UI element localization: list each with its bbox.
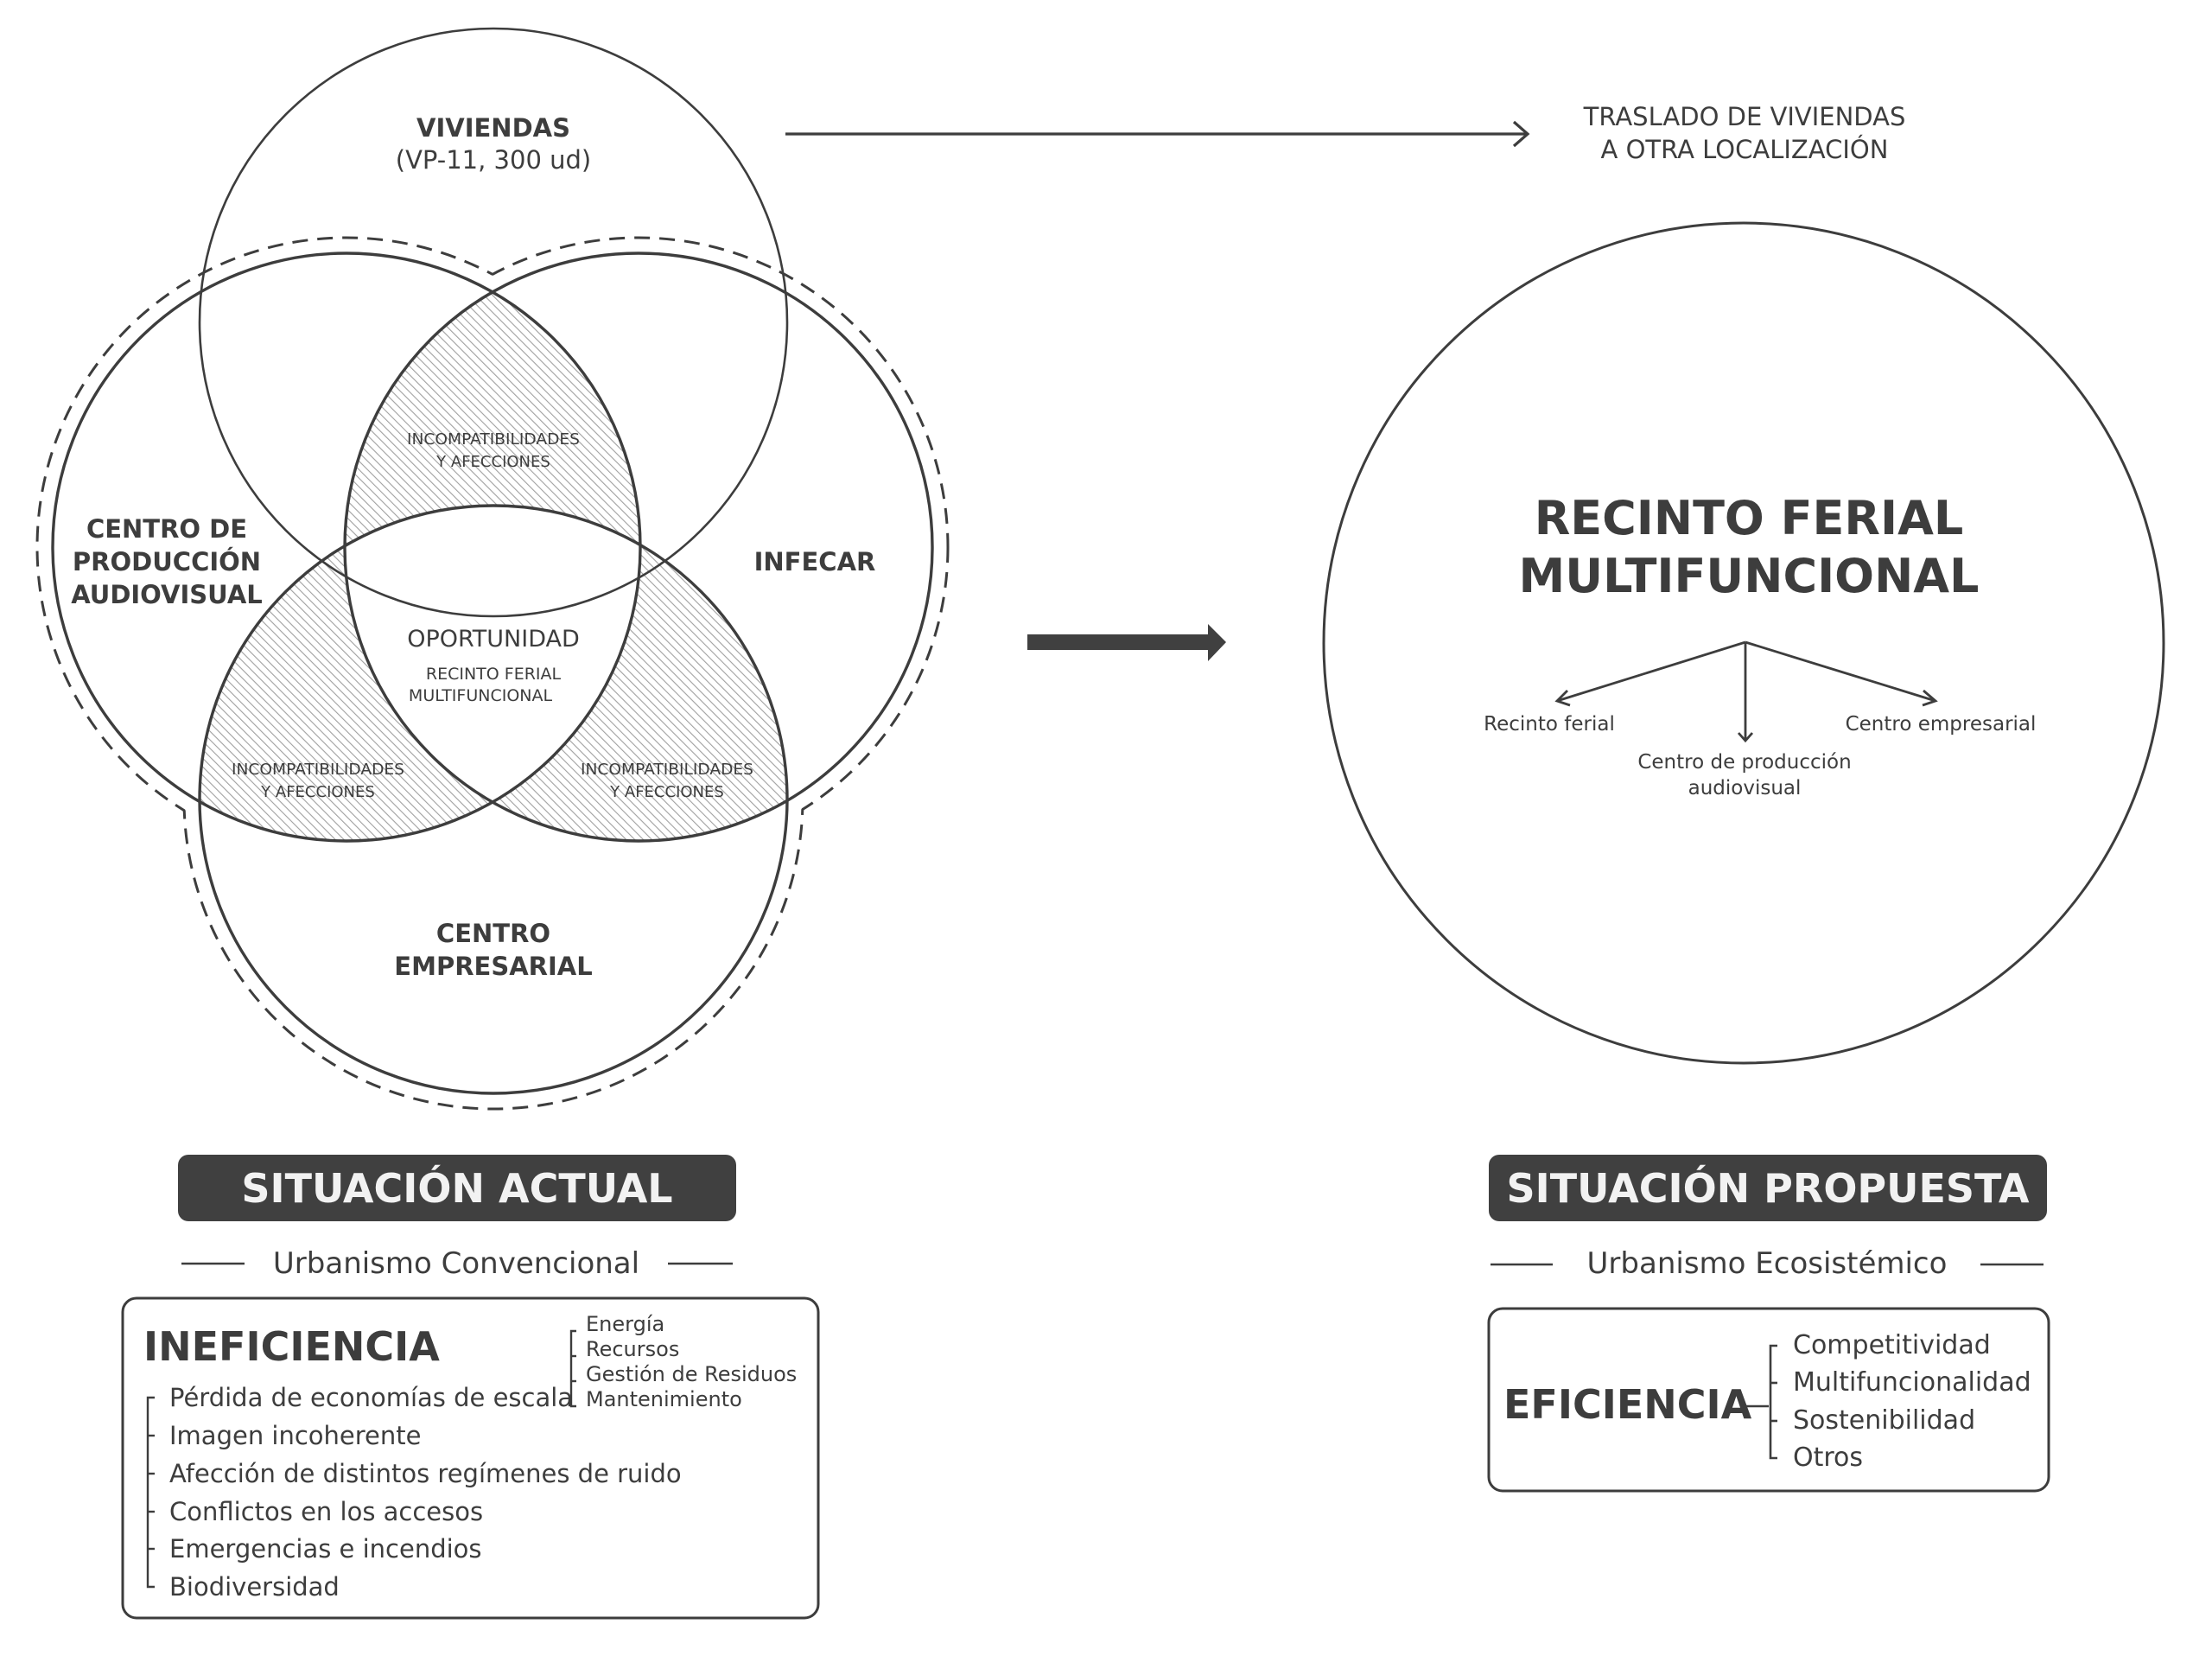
ineficiencia-box — [121, 1296, 820, 1620]
traslado-line2: A OTRA LOCALIZACIÓN — [1601, 135, 1889, 164]
transition-arrow-icon — [1027, 624, 1226, 661]
label-incompat-right-1: INCOMPATIBILIDADES — [581, 761, 753, 779]
subitem-residuos: Gestión de Residuos — [586, 1362, 797, 1386]
eficiencia-item-competitividad: Competitividad — [1793, 1330, 1991, 1360]
badge-situacion-propuesta-label: SITUACIÓN PROPUESTA — [1507, 1165, 2030, 1212]
circle-empresarial — [198, 504, 789, 1095]
dashed-boundary — [35, 236, 950, 1111]
label-viviendas: VIVIENDAS — [416, 113, 570, 143]
label-oportunidad: OPORTUNIDAD — [407, 626, 580, 653]
label-empresarial-2: EMPRESARIAL — [394, 952, 592, 981]
item-ruido: Afección de distintos regímenes de ruido — [169, 1459, 682, 1488]
subitems-bracket — [569, 1329, 576, 1408]
subtitle-ecosistemico: Urbanismo Ecosistémico — [1587, 1246, 1948, 1281]
item-emergencias: Emergencias e incendios — [169, 1534, 482, 1564]
subitem-recursos: Recursos — [586, 1337, 679, 1361]
label-audiovisual-1: CENTRO DE — [86, 514, 247, 544]
label-infecar: INFECAR — [754, 547, 876, 576]
eficiencia-item-otros: Otros — [1793, 1443, 1863, 1473]
label-incompat-left-1: INCOMPATIBILIDADES — [232, 761, 404, 779]
proposal-title-1: RECINTO FERIAL — [1535, 491, 1964, 545]
badge-situacion-actual — [178, 1155, 736, 1221]
proposal-title-2: MULTIFUNCIONAL — [1519, 549, 1980, 603]
eficiencia-bracket — [1743, 1344, 1777, 1460]
traslado-arrow — [785, 120, 1530, 148]
badge-situacion-actual-label: SITUACIÓN ACTUAL — [241, 1165, 672, 1212]
subitem-mantenimiento: Mantenimiento — [586, 1387, 742, 1411]
label-center-2: MULTIFUNCIONAL — [409, 686, 553, 705]
eficiencia-box — [1487, 1307, 2050, 1493]
branch-centro-empresarial: Centro empresarial — [1846, 713, 2037, 736]
label-center-1: RECINTO FERIAL — [426, 665, 562, 684]
label-incompat-top-2: Y AFECCIONES — [435, 453, 550, 471]
dashed-arc-empresarial — [182, 488, 804, 1111]
eficiencia-item-multifuncionalidad: Multifuncionalidad — [1793, 1367, 2031, 1398]
label-viviendas-sub: (VP-11, 300 ud) — [396, 145, 591, 175]
branch-audiovisual-2: audiovisual — [1688, 777, 1802, 799]
heading-eficiencia: EFICIENCIA — [1503, 1381, 1752, 1428]
heading-ineficiencia: INEFICIENCIA — [143, 1323, 440, 1370]
circle-audiovisual — [51, 252, 642, 843]
branch-arrows — [1554, 640, 1938, 743]
subitem-energia: Energía — [586, 1312, 664, 1336]
circle-viviendas — [198, 27, 789, 618]
dashed-arc-infecar — [327, 236, 950, 858]
item-economias: Pérdida de economías de escala — [169, 1383, 573, 1412]
item-biodiversidad: Biodiversidad — [169, 1572, 340, 1602]
eficiencia-item-sostenibilidad: Sostenibilidad — [1793, 1405, 1975, 1436]
branch-recinto-ferial: Recinto ferial — [1484, 713, 1615, 736]
label-audiovisual-3: AUDIOVISUAL — [71, 580, 263, 609]
subtitle-convencional: Urbanismo Convencional — [273, 1246, 639, 1281]
branch-audiovisual-1: Centro de producción — [1637, 751, 1851, 774]
label-incompat-top-1: INCOMPATIBILIDADES — [407, 430, 580, 449]
item-imagen: Imagen incoherente — [169, 1421, 422, 1450]
items-bracket — [146, 1396, 155, 1589]
circle-recinto-ferial — [1322, 221, 2165, 1065]
badge-situacion-propuesta — [1489, 1155, 2047, 1221]
dashed-arc-audiovisual — [35, 236, 658, 858]
label-audiovisual-2: PRODUCCIÓN — [73, 547, 261, 576]
label-incompat-right-2: Y AFECCIONES — [609, 783, 724, 801]
traslado-line1: TRASLADO DE VIVIENDAS — [1583, 102, 1906, 131]
item-accesos: Conflictos en los accesos — [169, 1497, 483, 1526]
label-empresarial-1: CENTRO — [436, 919, 550, 948]
label-incompat-left-2: Y AFECCIONES — [260, 783, 375, 801]
